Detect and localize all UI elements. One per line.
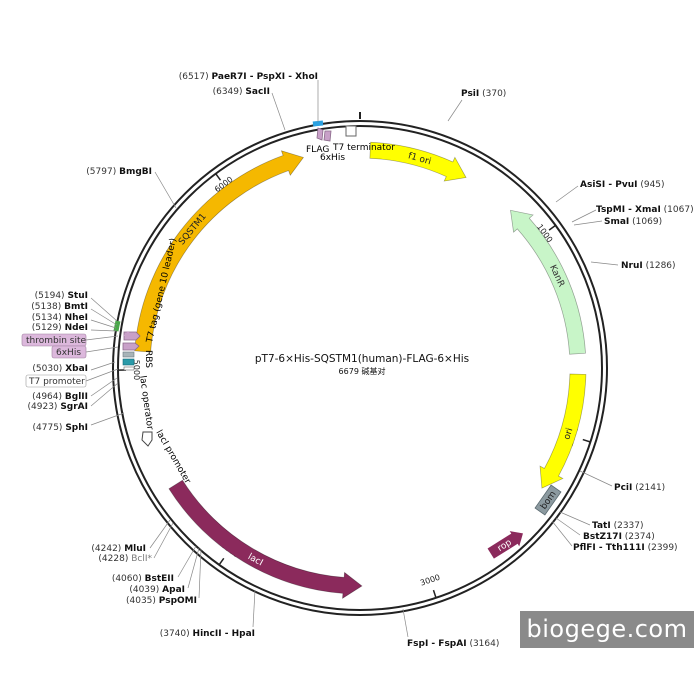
site-sgrai: (4923) SgrAI: [28, 402, 89, 412]
laci-promoter-arrow: [141, 431, 153, 447]
site-asisi-pvui: AsiSI - PvuI (945): [580, 180, 665, 190]
xhoi-site-mark: [312, 120, 324, 127]
t7-promoter-label: T7 promoter: [28, 377, 85, 387]
site-fspi-fspai: FspI - FspAI (3164): [407, 639, 499, 649]
site-sphi: (4775) SphI: [33, 423, 89, 433]
site-xbai: (5030) XbaI: [32, 364, 88, 374]
sites-right-group: PsiI (370) AsiSI - PvuI (945) TspMI - Xm…: [402, 89, 694, 649]
site-mlui: (4242) MluI: [91, 544, 146, 554]
site-bmgbi: (5797) BmgBI: [86, 167, 152, 177]
backbone-outer-ring: [112, 120, 608, 616]
site-bmti: (5138) BmtI: [31, 302, 88, 312]
site-pflfi-tth111i: PflFI - Tth111I (2399): [573, 543, 678, 553]
site-ndei: (5129) NdeI: [32, 323, 88, 333]
t7-terminator-feature: [345, 125, 357, 137]
his-tag-left-box: [51, 345, 87, 359]
t7-promoter-box: [123, 366, 135, 371]
stui-site-mark: [113, 320, 121, 332]
laci-promoter-label: lacI promoter: [153, 429, 192, 486]
t7-terminator-label: T7 terminator: [332, 143, 395, 153]
tick-6000: [215, 173, 222, 181]
rbs-box: [122, 351, 135, 358]
flag-his-tag-glyphs: [316, 127, 332, 142]
site-paer7i-pspxi-xhoi: (6517) PaeR7I - PspXI - XhoI: [179, 72, 318, 82]
sqstm1-arrow: [134, 150, 305, 353]
flag-label: FLAG: [306, 145, 329, 155]
tick-2000: [582, 438, 591, 443]
watermark: biogege.com: [520, 611, 694, 648]
lac-operator-label: lac operator: [137, 375, 155, 431]
boxed-labels: thrombin site 6xHis T7 promoter: [21, 333, 119, 388]
tag-glyphs-left: [122, 331, 141, 371]
site-nhei: (5134) NheI: [32, 313, 88, 323]
sites-left-group: (6517) PaeR7I - PspXI - XhoI (6349) SacI…: [28, 72, 319, 639]
site-bcli: (4228) BclI*: [98, 554, 152, 564]
plasmid-title: pT7-6×His-SQSTM1(human)-FLAG-6×His: [255, 353, 469, 365]
site-stui: (5194) StuI: [35, 291, 88, 301]
t7-promoter-label-box: [25, 374, 87, 388]
site-pspomi: (4035) PspOMI: [126, 596, 197, 606]
kanr-arrow: [510, 209, 586, 355]
lac-operator-box: [122, 358, 135, 366]
plasmid-size: 6679 碱基对: [339, 366, 386, 376]
site-hincii-hpai: (3740) HincII - HpaI: [160, 629, 255, 639]
site-nrui: NruI (1286): [621, 261, 676, 271]
backbone-inner-ring: [117, 125, 603, 611]
f1-ori-arrow: [369, 141, 467, 182]
bom-feature: bom: [534, 484, 562, 516]
site-psii: PsiI (370): [461, 89, 506, 99]
site-bsteii: (4060) BstEII: [112, 574, 174, 584]
site-apai: (4039) ApaI: [129, 585, 185, 595]
site-tati: TatI (2337): [592, 521, 644, 531]
tick-3000: [432, 589, 437, 598]
site-pcii: PciI (2141): [614, 483, 665, 493]
site-tspmi-xmai: TspMI - XmaI (1067): [596, 205, 694, 215]
tick-4000: [218, 557, 225, 566]
site-bglii: (4964) BglII: [32, 392, 88, 402]
his-tag-left-label: 6xHis: [56, 348, 81, 358]
his-tag-top-label: 6xHis: [320, 153, 345, 163]
laci-arrow: [168, 479, 363, 600]
site-smai: SmaI (1069): [604, 217, 662, 227]
rbs-label: RBS: [143, 350, 153, 368]
tick-label-5000: 5000: [132, 360, 141, 380]
site-bstz17i: BstZ17I (2374): [583, 532, 655, 542]
ori-label: ori: [562, 427, 575, 441]
ori-arrow: [539, 373, 587, 489]
tick-1000: [548, 224, 556, 231]
thrombin-site-label: thrombin site: [26, 336, 87, 346]
tick-label-3000: 3000: [419, 573, 441, 588]
site-sacii: (6349) SacII: [213, 87, 270, 97]
